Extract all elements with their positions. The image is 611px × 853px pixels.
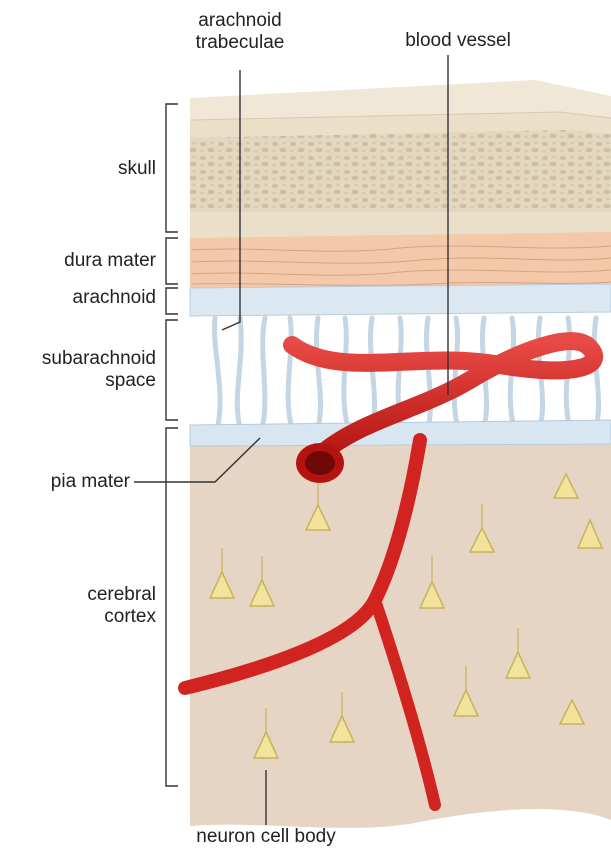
label-cerebral-line2: cortex bbox=[20, 606, 156, 628]
pia-band bbox=[190, 420, 611, 446]
brackets bbox=[166, 104, 178, 786]
label-blood-vessel: blood vessel bbox=[388, 30, 528, 52]
skull-layer bbox=[190, 80, 611, 240]
skull-spongy bbox=[190, 130, 611, 212]
label-cerebral-line1: cerebral bbox=[20, 584, 156, 606]
label-dura-mater: dura mater bbox=[10, 250, 156, 272]
label-subarachnoid-space: subarachnoid space bbox=[0, 348, 156, 392]
label-arachnoid: arachnoid bbox=[10, 287, 156, 309]
label-arachnoid-trabeculae: arachnoid trabeculae bbox=[180, 10, 300, 54]
label-arachnoid-trabeculae-line2: trabeculae bbox=[180, 32, 300, 54]
label-arachnoid-trabeculae-line1: arachnoid bbox=[180, 10, 300, 32]
label-subarachnoid-line1: subarachnoid bbox=[0, 348, 156, 370]
cortex-front bbox=[190, 440, 611, 828]
label-skull: skull bbox=[20, 158, 156, 180]
label-cerebral-cortex: cerebral cortex bbox=[20, 584, 156, 628]
dura-layer bbox=[190, 232, 611, 290]
cortex-layer bbox=[190, 420, 611, 828]
label-neuron-cell-body: neuron cell body bbox=[176, 826, 356, 848]
label-subarachnoid-line2: space bbox=[0, 370, 156, 392]
arachnoid-band bbox=[190, 284, 611, 316]
label-pia-mater: pia mater bbox=[10, 471, 130, 493]
